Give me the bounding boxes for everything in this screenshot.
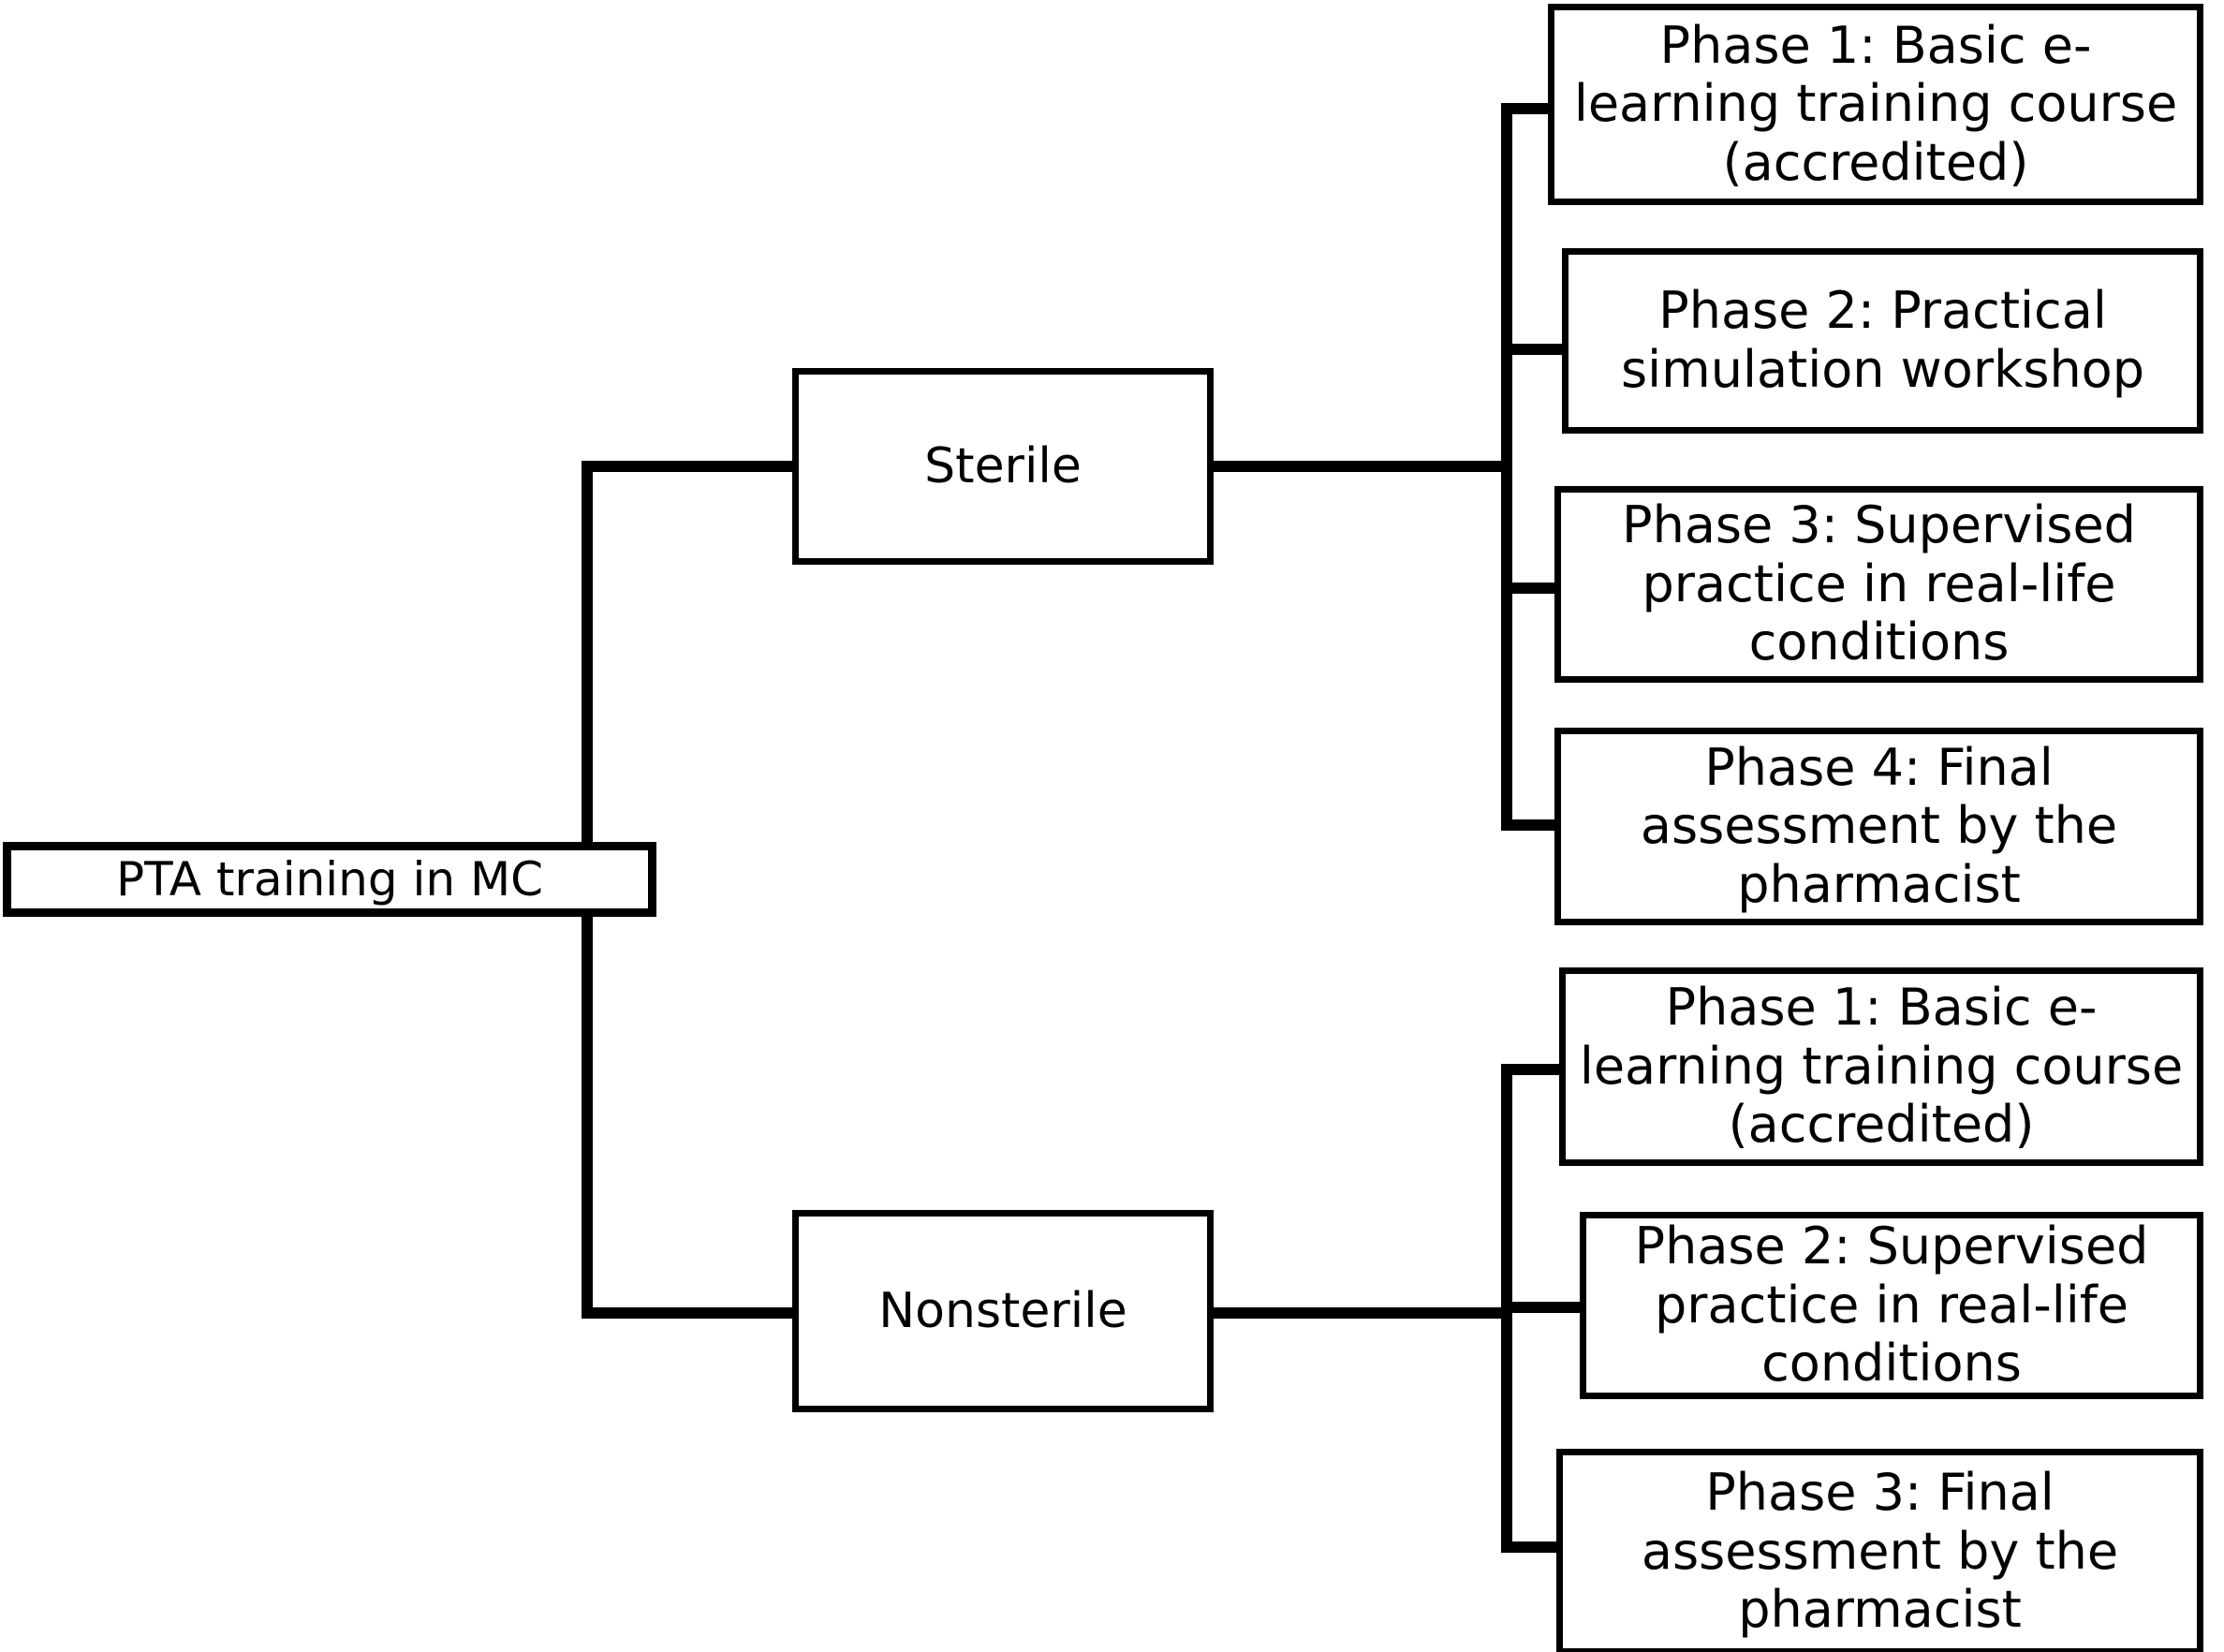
- node-branch-nonsterile[interactable]: Nonsterile: [792, 1210, 1214, 1412]
- connector-sterile-to-phase-2: [1501, 344, 1567, 355]
- node-nonsterile-phase-3[interactable]: Phase 3: Final assessment by the pharmac…: [1556, 1449, 2203, 1652]
- connector-root-to-sterile: [582, 461, 799, 472]
- node-sterile-phase-4[interactable]: Phase 4: Final assessment by the pharmac…: [1554, 728, 2203, 925]
- connector-sterile-to-phase-4: [1501, 819, 1567, 831]
- connector-sterile-stub: [1208, 461, 1512, 472]
- node-nonsterile-phase-1[interactable]: Phase 1: Basic e-learning training cours…: [1559, 967, 2203, 1166]
- node-nonsterile-phase-2[interactable]: Phase 2: Supervised practice in real-lif…: [1580, 1212, 2203, 1399]
- connector-root-trunk: [582, 466, 593, 870]
- node-root-pta-training[interactable]: PTA training in MC: [3, 842, 656, 917]
- connector-root-trunk-lower: [582, 889, 593, 1313]
- connector-nonsterile-to-phase-3: [1501, 1541, 1565, 1553]
- node-branch-sterile[interactable]: Sterile: [792, 368, 1214, 565]
- connector-nonsterile-stub: [1208, 1307, 1512, 1319]
- node-sterile-phase-2[interactable]: Phase 2: Practical simulation workshop: [1562, 248, 2203, 434]
- connector-sterile-trunk: [1501, 103, 1512, 831]
- connector-nonsterile-to-phase-2: [1501, 1302, 1587, 1313]
- connector-sterile-to-phase-1: [1501, 103, 1561, 114]
- connector-root-to-nonsterile: [582, 1307, 799, 1319]
- connector-sterile-to-phase-3: [1501, 583, 1567, 594]
- node-sterile-phase-3[interactable]: Phase 3: Supervised practice in real-lif…: [1554, 486, 2203, 683]
- node-sterile-phase-1[interactable]: Phase 1: Basic e-learning training cours…: [1548, 4, 2203, 205]
- connector-nonsterile-to-phase-1: [1501, 1064, 1565, 1075]
